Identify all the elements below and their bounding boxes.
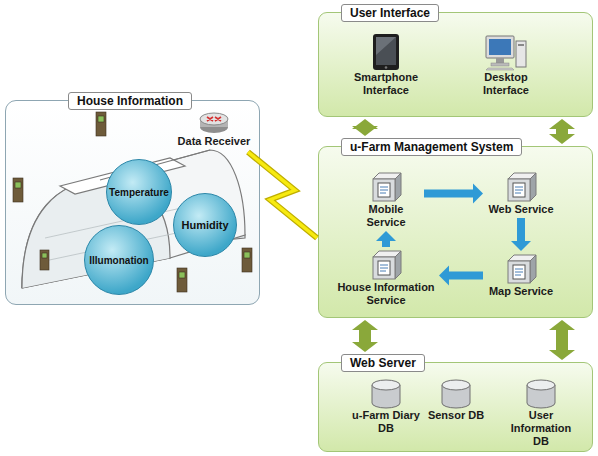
smartphone-icon: [371, 33, 401, 71]
arrowhead: [352, 342, 378, 352]
interface-node: Desktop Interface: [461, 33, 551, 97]
layer-panel: Web Serveru-Farm Diary DBSensor DBUser I…: [318, 362, 593, 452]
database-node: User Information DB: [503, 379, 579, 448]
arrowhead: [549, 320, 575, 330]
layer-panel: u-Farm Management SystemMobile ServiceWe…: [318, 146, 593, 318]
arrowhead: [549, 350, 575, 360]
panel-tab: u-Farm Management System: [341, 138, 522, 156]
service-icon: [504, 253, 538, 285]
database-node: u-Farm Diary DB: [348, 379, 424, 435]
connector: [376, 231, 396, 247]
arrowhead: [376, 231, 396, 241]
icon-holder: [486, 171, 556, 203]
connector: [352, 320, 378, 352]
connector-shaft: [517, 218, 525, 243]
arrowhead: [352, 320, 378, 330]
arrowhead: [439, 266, 449, 286]
database-node: Sensor DB: [418, 379, 494, 422]
lightning-outline: [248, 152, 317, 238]
database-icon: [369, 379, 403, 409]
icon-holder: [503, 379, 579, 409]
node-label: Smartphone Interface: [341, 71, 431, 97]
node-label: u-Farm Diary DB: [348, 409, 424, 435]
node-label: User Information DB: [503, 409, 579, 448]
node-label: Sensor DB: [418, 409, 494, 422]
database-icon: [524, 379, 558, 409]
node-label: House Information Service: [336, 281, 436, 307]
panel-tab: Web Server: [341, 354, 425, 372]
arrowhead: [549, 119, 575, 129]
connector-shaft: [359, 328, 371, 344]
desktop-icon: [484, 33, 528, 71]
panel-tab: User Interface: [341, 4, 439, 22]
icon-holder: [418, 379, 494, 409]
service-node: Web Service: [486, 171, 556, 216]
service-node: Mobile Service: [351, 171, 421, 229]
panel-tab: House Information: [68, 92, 192, 110]
service-icon: [369, 249, 403, 281]
sensor-circle: Illumonation: [84, 225, 154, 295]
interface-node: Smartphone Interface: [341, 33, 431, 97]
service-icon: [504, 171, 538, 203]
node-label: Web Service: [486, 203, 556, 216]
icon-holder: [486, 253, 556, 285]
node-label: Data Receiver: [172, 135, 256, 148]
service-node: House Information Service: [336, 249, 436, 307]
connector: [439, 266, 483, 286]
service-node: Map Service: [486, 253, 556, 298]
icon-holder: [341, 33, 431, 71]
lightning-bolt: [248, 152, 317, 238]
connector: [549, 119, 575, 144]
greenhouse: [22, 150, 245, 288]
router-icon: [198, 109, 230, 135]
connector: [352, 119, 378, 136]
sensor-label: Temperature: [109, 187, 169, 198]
arrowhead: [549, 134, 575, 144]
node-label: Mobile Service: [351, 203, 421, 229]
arrowhead: [352, 119, 378, 129]
database-icon: [439, 379, 473, 409]
arrowhead: [473, 184, 483, 204]
connector-shaft: [556, 328, 568, 352]
icon-holder: [172, 109, 256, 135]
receiver-node: Data Receiver: [172, 109, 256, 148]
connector: [549, 320, 575, 360]
node-label: Map Service: [486, 285, 556, 298]
sensor-label: Humidity: [181, 219, 228, 231]
sensor-devices: [13, 112, 252, 292]
sensor-label: Illumonation: [89, 255, 148, 266]
icon-holder: [336, 249, 436, 281]
icon-holder: [461, 33, 551, 71]
arrowhead: [511, 241, 531, 251]
connector: [511, 218, 531, 251]
connector: [424, 184, 483, 204]
icon-holder: [351, 171, 421, 203]
layer-panel: User InterfaceSmartphone InterfaceDeskto…: [318, 12, 593, 117]
icon-holder: [348, 379, 424, 409]
sensor-circle: Temperature: [106, 159, 172, 225]
connector-shaft: [447, 272, 483, 280]
connector-shaft: [424, 190, 475, 198]
connector: [248, 152, 317, 238]
node-label: Desktop Interface: [461, 71, 551, 97]
sensor-circle: Humidity: [173, 193, 237, 257]
service-icon: [369, 171, 403, 203]
